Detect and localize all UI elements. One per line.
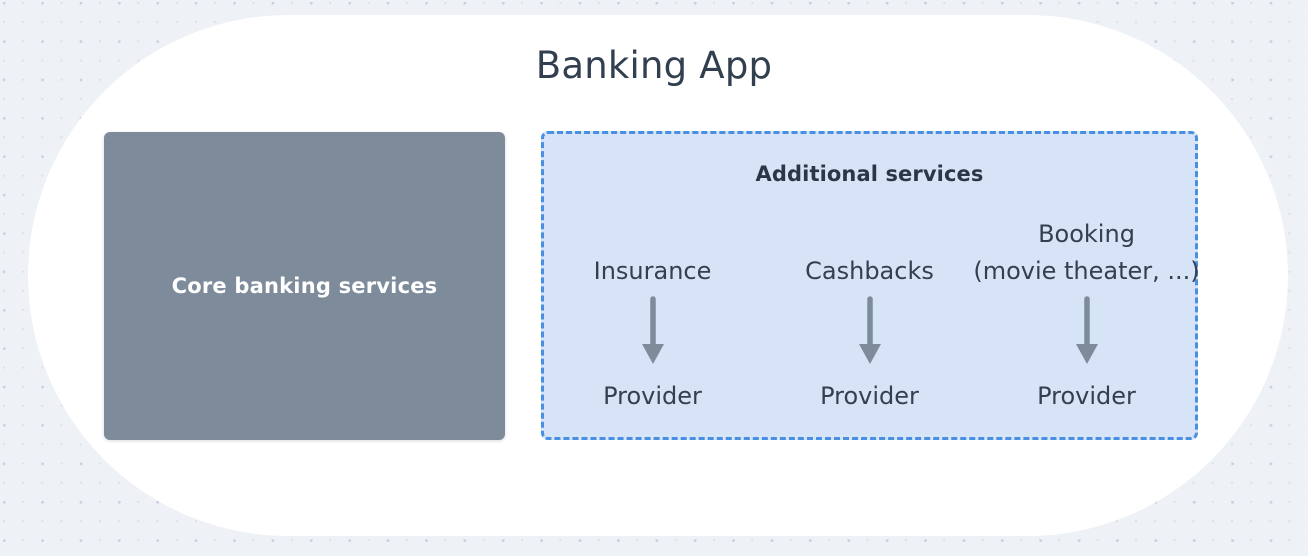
- down-arrow-icon: [641, 296, 665, 366]
- provider-label-booking: Provider: [1037, 382, 1136, 410]
- services-columns: Insurance Provider Cashbacks Provider: [544, 212, 1200, 443]
- service-label-line-1: Booking: [1038, 220, 1135, 248]
- service-label-cashbacks: Cashbacks: [761, 212, 978, 290]
- provider-label-insurance: Provider: [603, 382, 702, 410]
- service-label-insurance: Insurance: [544, 212, 761, 290]
- additional-services-panel: Additional services Insurance Provider C…: [541, 131, 1200, 443]
- service-label-line-1: Cashbacks: [805, 257, 934, 285]
- down-arrow-icon: [858, 296, 882, 366]
- service-label-line-2: (movie theater, ...): [973, 257, 1200, 285]
- service-column-booking: Booking (movie theater, ...) Provider: [973, 212, 1199, 443]
- service-label-line-1: Insurance: [593, 257, 712, 285]
- core-banking-services-box: Core banking services: [104, 132, 505, 440]
- provider-label-cashbacks: Provider: [820, 382, 919, 410]
- service-label-booking: Booking (movie theater, ...): [973, 212, 1199, 290]
- down-arrow-icon: [1075, 296, 1099, 366]
- page-title: Banking App: [535, 44, 773, 87]
- additional-services-heading: Additional services: [755, 162, 984, 186]
- service-column-cashbacks: Cashbacks Provider: [761, 212, 978, 443]
- core-banking-services-label: Core banking services: [171, 274, 438, 298]
- service-column-insurance: Insurance Provider: [544, 212, 761, 443]
